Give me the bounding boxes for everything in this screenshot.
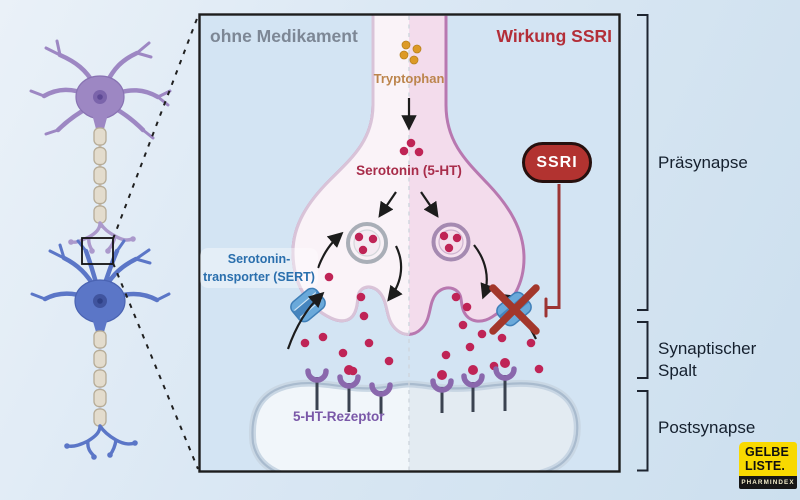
logo-line2: LISTE.	[745, 458, 786, 473]
cleft-bracket	[637, 321, 649, 379]
region-label-synaptic-cleft: Synaptischer Spalt	[658, 339, 757, 381]
tryptophan-dots	[399, 40, 422, 65]
serotonin-dots	[300, 138, 544, 376]
receptor-bound	[337, 365, 361, 412]
presynaptic-neuron-illustration	[29, 39, 172, 254]
receptor-bound	[493, 358, 517, 411]
logo-line1: GELBE	[745, 445, 790, 459]
myelin-sheath-segments	[93, 330, 107, 427]
sert-transporter-left	[286, 287, 326, 350]
receptors	[305, 358, 517, 414]
postsynaptic-cell	[248, 379, 581, 472]
gelbe-liste-logo-box: GELBE LISTE.	[739, 442, 797, 476]
sert-label-line2: transporter (SERT)	[203, 270, 315, 285]
ssri-badge: SSRI	[522, 142, 592, 183]
panel-title-no-medication: ohne Medikament	[210, 26, 358, 46]
postsynapse-bracket	[637, 390, 649, 472]
region-label-postsynapse: Postsynapse	[658, 418, 756, 437]
diagram-box-content	[248, 15, 581, 472]
receptor-label: 5-HT-Rezeptor	[293, 409, 385, 424]
region-brackets	[637, 14, 649, 472]
receptor-empty	[305, 368, 329, 410]
ssri-inhibition-line	[544, 184, 561, 318]
sert-label: Serotonin- transporter (SERT)	[200, 248, 318, 289]
synaptic-vesicle-left	[346, 222, 388, 264]
diagram-box-border	[198, 13, 621, 473]
sert-label-line1: Serotonin-	[227, 252, 291, 266]
synaptic-vesicle-right	[431, 222, 471, 262]
gelbe-liste-logo: GELBE LISTE. PHARMINDEX	[739, 442, 797, 489]
myelin-sheath-segments	[93, 127, 107, 224]
receptor-bound	[461, 365, 485, 412]
logo-tagline: PHARMINDEX	[739, 476, 797, 489]
zoom-connector-lines	[112, 15, 199, 470]
postsynaptic-neuron-illustration	[30, 239, 171, 460]
tryptophan-label: Tryptophan	[373, 71, 445, 86]
zoom-source-rectangle	[81, 237, 114, 265]
region-label-presynapse: Präsynapse	[658, 153, 748, 172]
receptor-bound	[430, 370, 454, 413]
serotonin-label: Serotonin (5-HT)	[356, 163, 462, 178]
receptor-empty	[369, 382, 393, 414]
panel-title-ssri-effect: Wirkung SSRI	[496, 26, 612, 46]
sert-transporter-blocked	[489, 284, 540, 335]
presynapse-bracket	[637, 14, 649, 311]
blocked-cross-icon	[489, 284, 540, 335]
